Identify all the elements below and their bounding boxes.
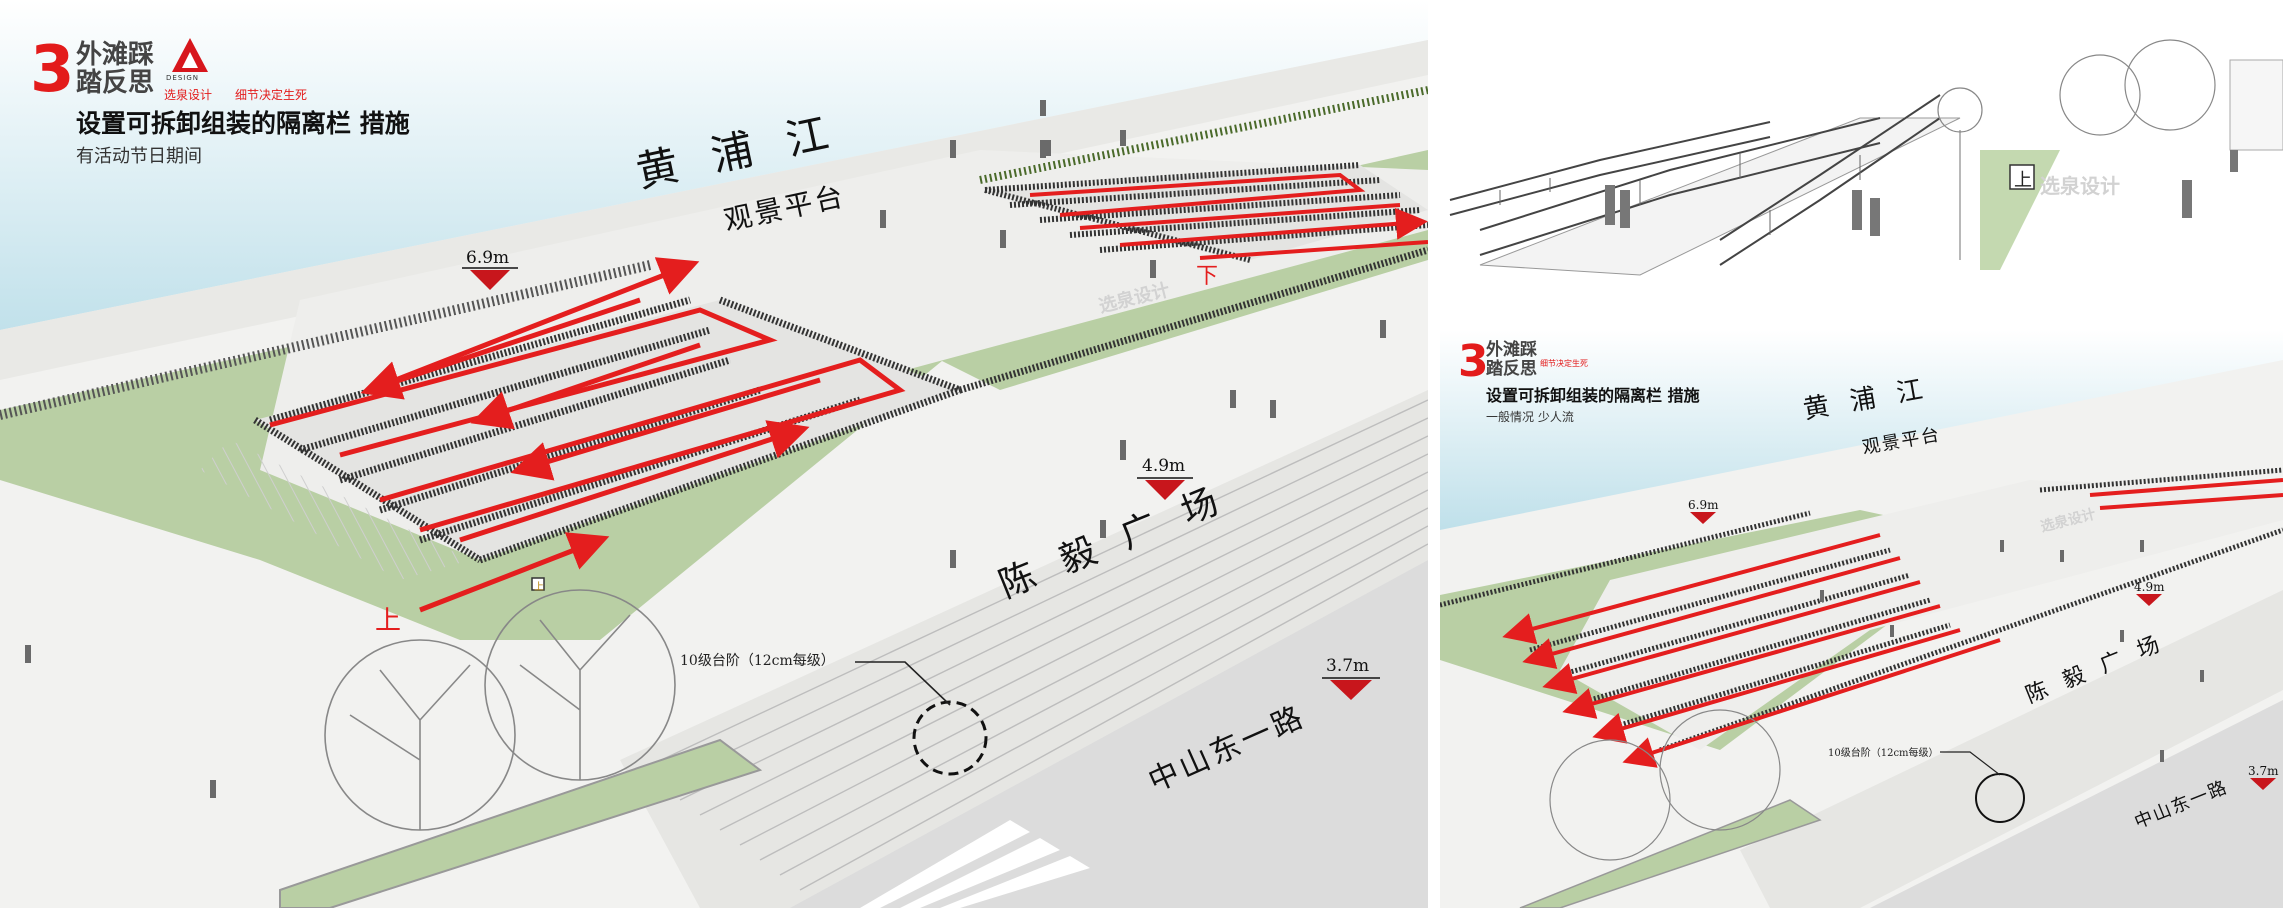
- br-railings: [1440, 467, 2283, 753]
- elev-triangle-mid: [1145, 480, 1185, 500]
- br-flow-arrows: [1502, 478, 2283, 768]
- outer-railing-left: [0, 260, 652, 420]
- sketch-lawn: [1980, 150, 2060, 270]
- br-elev-triangle-high: [1690, 512, 1716, 524]
- br-elev-triangle-low: [2250, 778, 2276, 790]
- trees: [324, 589, 676, 831]
- brand-logo-text: DESIGN: [166, 74, 199, 82]
- sketch-sign-glyph: 上: [2014, 170, 2032, 191]
- label-down: 下: [1196, 264, 1219, 289]
- crosswalk-stripes: [860, 820, 1090, 908]
- queue-railings-right: [984, 162, 1428, 263]
- scenario-subtitle: 有活动节日期间: [76, 146, 202, 167]
- scenario-title: 设置可拆卸组装的隔离栏 措施: [76, 109, 410, 138]
- elevation-high: 6.9m: [466, 248, 510, 268]
- elevation-mid: 4.9m: [1142, 456, 1186, 476]
- br-elevation-low: 3.7m: [2248, 764, 2279, 778]
- event-scenario-drawing: [0, 0, 1428, 908]
- br-steps: [1740, 590, 2283, 908]
- sketch-watermark: 选泉设计: [2040, 174, 2120, 198]
- br-series-title-line2: 踏反思: [1486, 359, 1537, 379]
- steps-marker-circle: [912, 700, 988, 776]
- sketch-walkway: [1479, 117, 1961, 276]
- hatched-zone: [200, 440, 470, 580]
- br-steps-annotation: 10级台阶（12cm每级）: [1828, 748, 1939, 759]
- br-scenario-subtitle: 一般情况 少人流: [1486, 410, 1574, 424]
- sign-post: [531, 577, 545, 591]
- br-trees: [1549, 709, 1781, 861]
- label-up: 上: [375, 606, 402, 636]
- br-elev-triangle-mid: [2136, 594, 2162, 606]
- series-number: 3: [30, 33, 75, 107]
- event-scenario-panel: 3 外滩踩 踏反思 DESIGN 选泉设计 细节决定生死 设置可拆卸组装的隔离栏…: [0, 0, 1428, 908]
- br-elevation-high: 6.9m: [1688, 498, 1719, 512]
- elev-triangle-high: [470, 270, 510, 290]
- br-planter: [1519, 799, 1822, 908]
- outer-railing-top: [979, 86, 1428, 184]
- planter-box: [279, 738, 763, 908]
- br-road: [1870, 700, 2283, 908]
- normal-scenario-drawing: [1440, 330, 2283, 908]
- zhongshan-road: [790, 560, 1428, 908]
- step-lines: [639, 399, 1428, 891]
- normal-scenario-panel: 3 外滩踩 踏反思 细节决定生死 设置可拆卸组装的隔离栏 措施 一般情况 少人流…: [1440, 330, 2283, 908]
- flow-arrows-right: [1029, 172, 1428, 260]
- flow-arrows-left: [269, 257, 906, 613]
- elevation-low: 3.7m: [1326, 656, 1370, 676]
- br-platform: [1560, 480, 2283, 750]
- br-series-number: 3: [1458, 336, 1489, 387]
- br-steps-marker-circle: [1975, 773, 2025, 823]
- sketch-railing-posts: [1499, 153, 1861, 235]
- br-series-title-line1: 外滩踩: [1486, 340, 1537, 360]
- br-scenario-title: 设置可拆卸组装的隔离栏 措施: [1486, 386, 1700, 405]
- sketch-trees: [1937, 39, 2216, 260]
- br-brand-slogan: 细节决定生死: [1540, 359, 1588, 368]
- perspective-sketch-panel: 上 选泉设计: [1440, 0, 2283, 322]
- sketch-railings: [1449, 94, 1941, 266]
- br-pedestrians: [1820, 540, 2204, 762]
- sign-glyph: 上: [534, 582, 544, 593]
- steps-leader-line: [855, 661, 951, 706]
- sketch-ground: [1440, 170, 2283, 322]
- elev-triangle-low: [1330, 680, 1372, 700]
- series-title-line2: 踏反思: [76, 68, 155, 98]
- brand-slogan: 细节决定生死: [235, 88, 308, 102]
- steps-annotation: 10级台阶（12cm每级）: [680, 653, 835, 669]
- sketch-people: [1605, 150, 2238, 236]
- sketch-building: [2229, 59, 2283, 151]
- pedestrians: [25, 100, 1386, 798]
- perspective-sketch-drawing: [1440, 0, 2283, 322]
- brand-name: 选泉设计: [164, 88, 213, 102]
- series-title-line1: 外滩踩: [76, 40, 155, 70]
- sketch-sign: [2009, 164, 2035, 190]
- br-elevation-mid: 4.9m: [2134, 580, 2165, 594]
